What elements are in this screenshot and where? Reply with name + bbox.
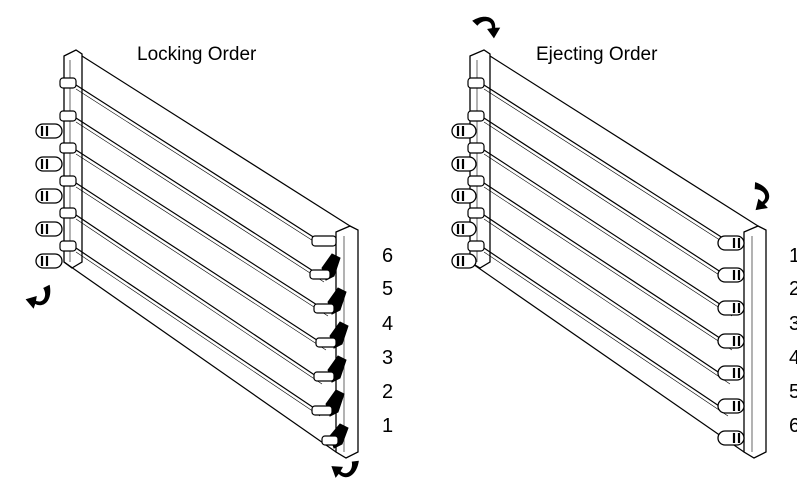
slot-number: 5 (382, 278, 393, 300)
curved-arrow-icon (743, 181, 777, 215)
right-ejector-levers (309, 253, 349, 449)
card-rails (469, 84, 745, 453)
slot-number: 4 (789, 347, 797, 369)
diagram-title: Ejecting Order (536, 44, 658, 65)
slot-numbers: 6 5 4 3 2 1 (382, 245, 393, 437)
slot-number: 2 (789, 278, 797, 300)
slot-numbers: 1 2 3 4 5 6 (789, 245, 797, 437)
left-knobs (467, 77, 485, 252)
right-ejector-levers (717, 235, 745, 446)
ejecting-order-diagram: Ejecting Order (451, 11, 797, 459)
slot-number: 1 (789, 245, 797, 267)
diagram-title: Locking Order (137, 44, 257, 65)
left-knobs (59, 77, 77, 252)
slot-number: 2 (382, 381, 393, 403)
curved-arrow-icon (471, 11, 503, 44)
slot-number: 4 (382, 313, 393, 335)
slot-number: 3 (789, 313, 797, 335)
slot-number: 5 (789, 381, 797, 403)
locking-order-diagram: Locking Order (25, 44, 393, 484)
slot-number: 3 (382, 347, 393, 369)
slot-number: 6 (789, 415, 797, 437)
slot-number: 6 (382, 245, 393, 267)
curved-arrow-icon (25, 284, 51, 309)
slot-number: 1 (382, 415, 393, 437)
left-ejector-levers (451, 123, 477, 269)
right-frame-post (743, 225, 767, 459)
right-knobs (311, 235, 337, 247)
left-ejector-levers (35, 123, 63, 269)
card-rails (63, 84, 337, 453)
